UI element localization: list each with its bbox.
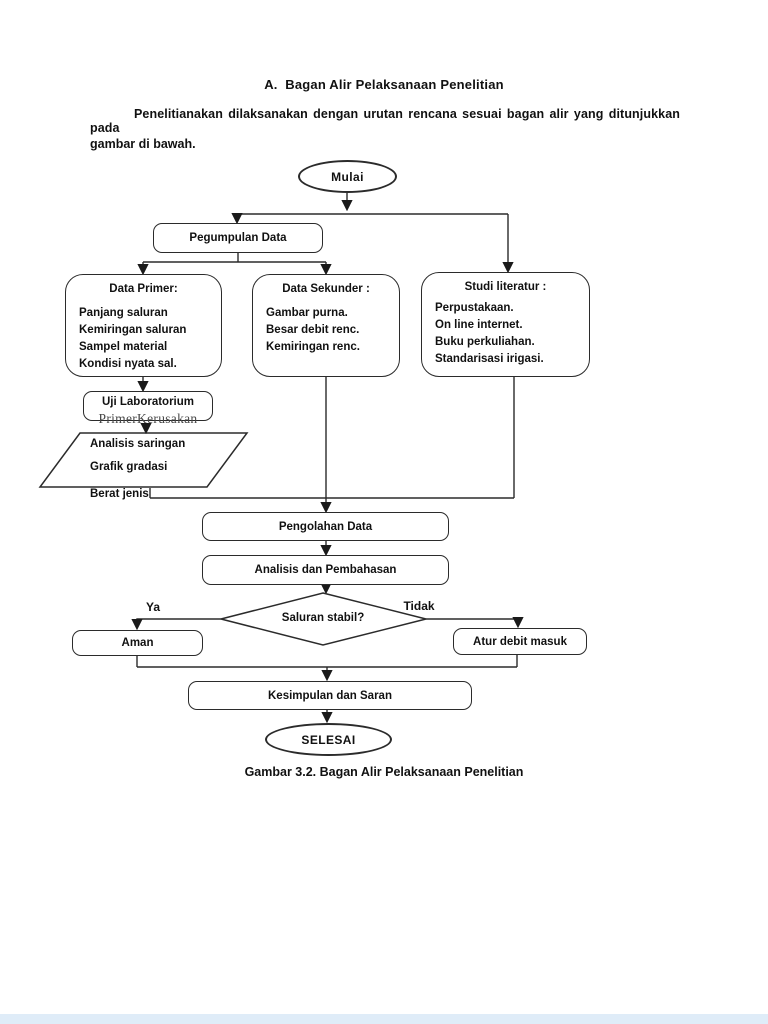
studi-literatur-item: Perpustakaan. xyxy=(435,302,514,314)
start-terminator: Mulai xyxy=(298,160,397,193)
data-sekunder-box: Data Sekunder : Gambar purna. Besar debi… xyxy=(252,274,400,377)
studi-literatur-item: Buku perkuliahan. xyxy=(435,336,535,348)
branch-yes-label: Ya xyxy=(145,600,160,614)
saringan-line2: Grafik gradasi xyxy=(90,461,168,473)
data-primer-title: Data Primer: xyxy=(109,283,178,295)
data-primer-item: Kondisi nyata sal. xyxy=(79,358,177,370)
end-terminator: SELESAI xyxy=(265,723,392,756)
atur-debit-masuk-box: Atur debit masuk xyxy=(453,628,587,655)
analisis-pembahasan-label: Analisis dan Pembahasan xyxy=(254,564,397,576)
uji-laboratorium-subtext: PrimerKerusakan xyxy=(98,411,198,426)
analisis-pembahasan-box: Analisis dan Pembahasan xyxy=(202,555,449,585)
saringan-parallelogram xyxy=(38,432,249,488)
atur-debit-masuk-label: Atur debit masuk xyxy=(473,635,567,648)
studi-literatur-title: Studi literatur : xyxy=(464,281,547,293)
kesimpulan-saran-box: Kesimpulan dan Saran xyxy=(188,681,472,710)
arrow-yes-to-aman xyxy=(131,618,221,631)
data-primer-box: Data Primer: Panjang saluran Kemiringan … xyxy=(65,274,222,377)
section-heading: A. Bagan Alir Pelaksanaan Penelitian xyxy=(264,77,504,92)
pegumpulan-data-box: Pegumpulan Data xyxy=(153,223,323,253)
saringan-line1: Analisis saringan xyxy=(90,438,186,450)
studi-literatur-box: Studi literatur : Perpustakaan. On line … xyxy=(421,272,590,377)
aman-box: Aman xyxy=(72,630,203,656)
uji-laboratorium-label: Uji Laboratorium xyxy=(101,396,194,408)
start-label: Mulai xyxy=(331,169,364,184)
data-primer-item: Panjang saluran xyxy=(79,307,168,319)
data-sekunder-item: Besar debit renc. xyxy=(266,324,360,336)
data-primer-item: Sampel material xyxy=(79,341,168,353)
studi-literatur-item: On line internet. xyxy=(435,319,523,331)
data-primer-item: Kemiringan saluran xyxy=(79,324,187,336)
intro-paragraph-line1: Penelitianakan dilaksanakan dengan uruta… xyxy=(90,107,680,135)
decision-label: Saluran stabil? xyxy=(281,612,365,624)
pegumpulan-data-label: Pegumpulan Data xyxy=(189,232,287,244)
arrow-no-to-atur xyxy=(426,617,524,629)
pengolahan-data-box: Pengolahan Data xyxy=(202,512,449,541)
uji-laboratorium-box: Uji Laboratorium xyxy=(83,391,213,421)
data-sekunder-item: Gambar purna. xyxy=(266,307,348,319)
intro-paragraph-line2: gambar di bawah. xyxy=(90,137,196,151)
kesimpulan-saran-label: Kesimpulan dan Saran xyxy=(268,689,392,702)
studi-literatur-item: Standarisasi irigasi. xyxy=(435,353,544,365)
data-sekunder-title: Data Sekunder : xyxy=(282,283,370,295)
branch-no-label: Tidak xyxy=(403,599,435,613)
aman-label: Aman xyxy=(121,637,154,649)
saringan-line3: Berat jenis xyxy=(90,488,149,500)
pengolahan-data-label: Pengolahan Data xyxy=(278,520,373,533)
page-bottom-strip xyxy=(0,1014,768,1024)
figure-caption: Gambar 3.2. Bagan Alir Pelaksanaan Penel… xyxy=(244,765,524,779)
data-sekunder-item: Kemiringan renc. xyxy=(266,341,360,353)
end-label: SELESAI xyxy=(301,732,356,747)
decision-diamond xyxy=(220,592,427,646)
